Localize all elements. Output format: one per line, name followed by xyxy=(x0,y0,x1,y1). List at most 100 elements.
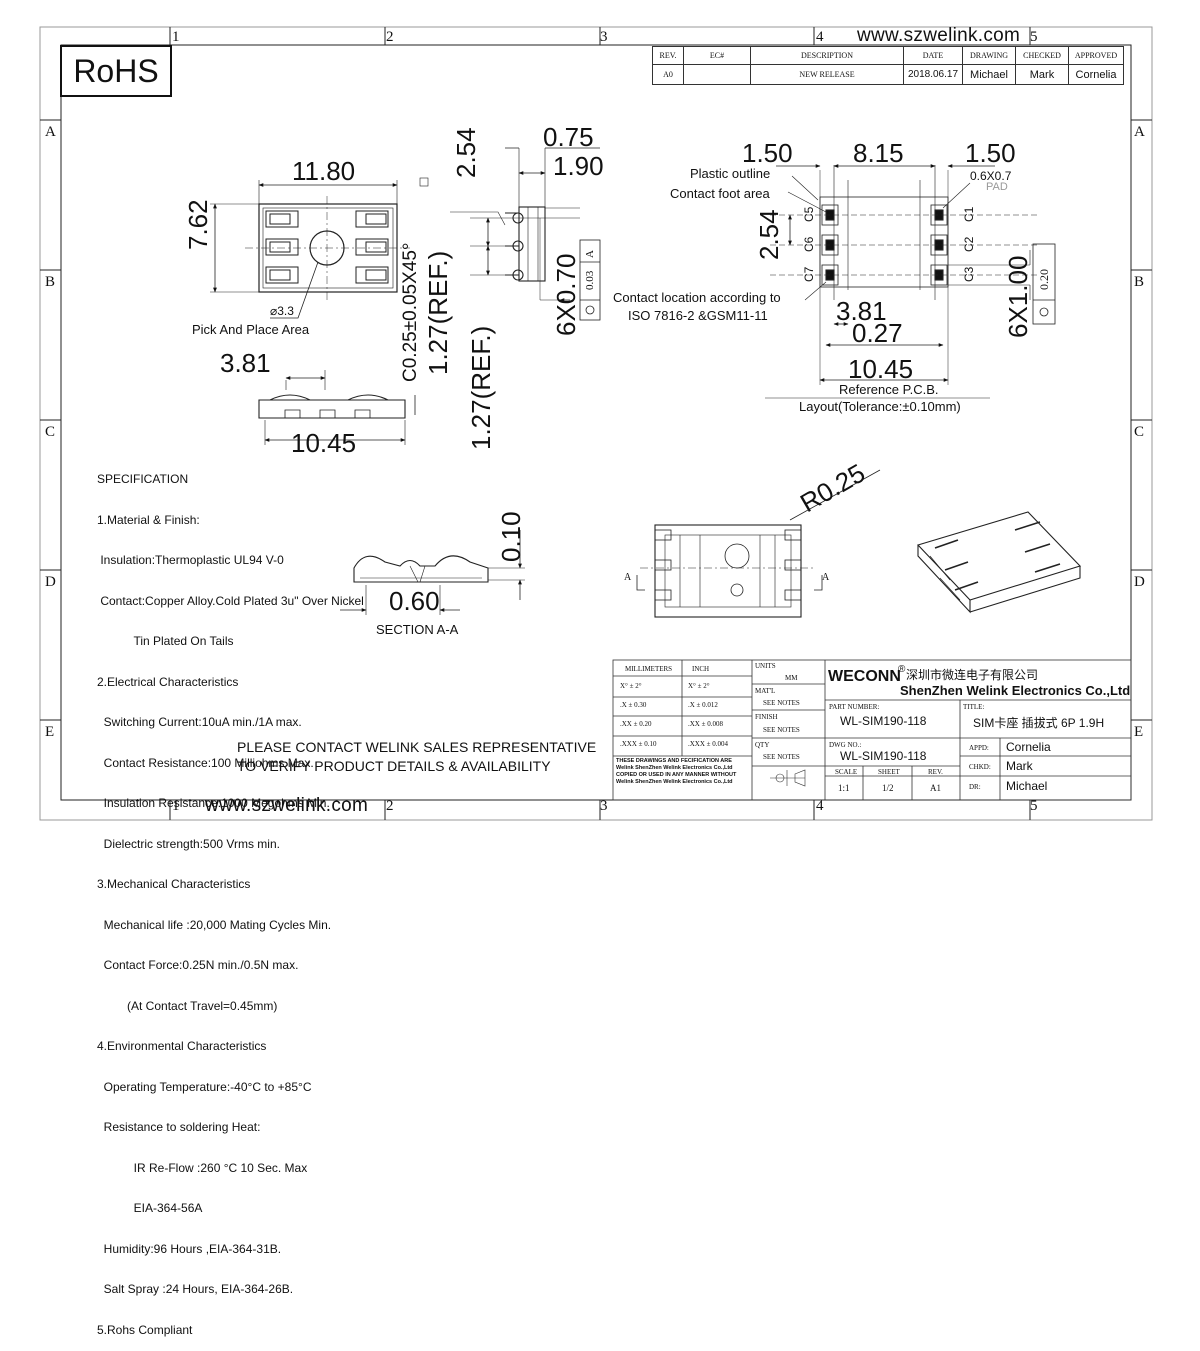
row-label: D xyxy=(45,574,56,590)
row-label: E xyxy=(1134,724,1144,740)
spec-line: 4.Environmental Characteristics xyxy=(97,1039,267,1053)
pcb-tol: 0.20 xyxy=(1037,269,1051,290)
rev-label: REV. xyxy=(928,768,943,776)
technical-drawing xyxy=(39,26,1153,821)
spec-line: Insulation:Thermoplastic UL94 V-0 xyxy=(97,553,284,567)
qty-label: QTY xyxy=(755,741,770,749)
contact-note: PLEASE CONTACT WELINK SALES REPRESENTATI… xyxy=(237,738,596,776)
border-outer xyxy=(39,26,1153,821)
dim-pads: 6X1.00 xyxy=(1003,255,1033,338)
part-number: WL-SIM190-118 xyxy=(840,714,927,728)
part-label: PART NUMBER: xyxy=(829,703,880,711)
checked-value: Mark xyxy=(1015,64,1069,85)
pad-size: 0.6X0.7 xyxy=(970,169,1012,183)
tol-header-mm: MILLIMETERS xyxy=(625,665,673,673)
dim-ref2: 1.27(REF.) xyxy=(466,325,496,450)
rohs-badge: RoHS xyxy=(60,45,172,97)
dim-pitch: 2.54 xyxy=(754,209,784,260)
rev-value: A1 xyxy=(930,783,941,793)
tol-row-mm: .XXX ± 0.10 xyxy=(620,740,657,748)
section-a-a xyxy=(340,530,525,615)
pcb-layout xyxy=(765,164,1056,399)
dim-ref1: 1.27(REF.) xyxy=(423,250,453,375)
tol-row-inch: .XX ± 0.008 xyxy=(688,720,723,728)
dim-027: 0.27 xyxy=(852,318,903,348)
border-inner xyxy=(60,44,1132,801)
tol-row-inch: X° ± 2° xyxy=(688,682,710,690)
spec-line: SPECIFICATION xyxy=(97,472,189,486)
matl-value: SEE NOTES xyxy=(763,699,800,707)
date-value: 2018.06.17 xyxy=(903,64,963,85)
dim-pins: 6X0.70 xyxy=(551,253,581,336)
dim-hole: ⌀3.3 xyxy=(270,304,294,318)
chkd-value: Mark xyxy=(1006,759,1033,773)
disclaimer: THESE DRAWINGS AND FECIFICATION ARE Weli… xyxy=(616,758,737,785)
spec-line: 1.Material & Finish: xyxy=(97,512,200,527)
tol-row-inch: .XXX ± 0.004 xyxy=(688,740,729,748)
website-bottom[interactable]: www.szwelink.com xyxy=(205,795,369,816)
row-label: C xyxy=(45,424,56,440)
specification-block: SPECIFICATION 1.Material & Finish: Insul… xyxy=(97,446,364,1351)
dwg-label: DWG NO.: xyxy=(829,741,862,749)
date-header: DATE xyxy=(903,46,963,65)
website-top[interactable]: www.szwelink.com xyxy=(857,25,1021,46)
matl-label: MAT'L xyxy=(755,687,776,695)
layout-tolerance-label: Layout(Tolerance:±0.10mm) xyxy=(799,399,961,414)
description-header: DESCRIPTION xyxy=(750,46,904,65)
spec-line: Tin Plated On Tails xyxy=(97,634,234,648)
side-view xyxy=(450,147,601,321)
contact-c2: C2 xyxy=(962,236,976,252)
contact-foot-label: Contact foot area xyxy=(670,186,770,201)
dwg-number: WL-SIM190-118 xyxy=(840,749,927,763)
spec-line: (At Contact Travel=0.45mm) xyxy=(97,998,278,1013)
spec-line: Switching Current:10uA min./1A max. xyxy=(97,715,302,729)
section-label: SECTION A-A xyxy=(376,622,459,637)
brand-reg: ® xyxy=(898,664,906,675)
pad-label: PAD xyxy=(986,181,1008,193)
contact-c3: C3 xyxy=(962,266,976,282)
spec-line: Dielectric strength:500 Vrms min. xyxy=(97,836,280,851)
units-label: UNITS xyxy=(755,662,776,670)
dr-value: Michael xyxy=(1006,779,1048,793)
dim-075: 0.75 xyxy=(543,122,594,152)
column-label: 1 xyxy=(172,798,180,814)
tol-row-mm: X° ± 2° xyxy=(620,682,642,690)
contact-location-label: Contact location according to xyxy=(613,290,781,305)
title-value: SIM卡座 插拔式 6P 1.9H xyxy=(973,716,1105,730)
top-view xyxy=(210,177,429,319)
spec-line: 5.Rohs Compliant xyxy=(97,1322,193,1337)
row-label: D xyxy=(1134,574,1145,590)
dim-width: 11.80 xyxy=(292,156,356,186)
row-label: A xyxy=(45,124,56,140)
chkd-label: CHKD: xyxy=(969,763,991,771)
row-label: B xyxy=(45,274,56,290)
spec-line: 3.Mechanical Characteristics xyxy=(97,877,251,891)
spec-line: Salt Spray :24 Hours, EIA-364-26B. xyxy=(97,1282,294,1296)
brand-logo: WECONN xyxy=(828,668,901,685)
finish-label: FINISH xyxy=(755,713,778,721)
reference-pcb-label: Reference P.C.B. xyxy=(839,382,939,397)
row-label: B xyxy=(1134,274,1145,290)
contact-c7: C7 xyxy=(802,266,816,282)
appd-value: Cornelia xyxy=(1006,740,1051,754)
rev-value: A0 xyxy=(652,64,684,85)
spec-line: Resistance to soldering Heat: xyxy=(97,1120,261,1134)
finish-value: SEE NOTES xyxy=(763,726,800,734)
dim-381-front: 3.81 xyxy=(220,348,271,378)
dim-left: 1.50 xyxy=(742,138,793,168)
tol-header-inch: INCH xyxy=(692,665,710,673)
row-label: A xyxy=(1134,124,1145,140)
column-label: 1 xyxy=(172,29,180,45)
dim-381-pcb: 3.81 xyxy=(836,296,887,326)
tol-row-mm: .XX ± 0.20 xyxy=(620,720,652,728)
spec-line: Contact:Copper Alloy.Cold Plated 3u" Ove… xyxy=(97,593,364,608)
iso-view xyxy=(916,511,1082,614)
spec-line: Mechanical life :20,000 Mating Cycles Mi… xyxy=(97,917,332,932)
contact-c5: C5 xyxy=(802,206,816,222)
column-label: 2 xyxy=(386,29,394,45)
plastic-outline-label: Plastic outline xyxy=(690,166,771,181)
column-label: 4 xyxy=(816,798,824,814)
qty-value: SEE NOTES xyxy=(763,753,800,761)
scale-value: 1:1 xyxy=(838,783,850,793)
spec-line: Contact Resistance:100 Milliohms Max. xyxy=(97,755,314,770)
